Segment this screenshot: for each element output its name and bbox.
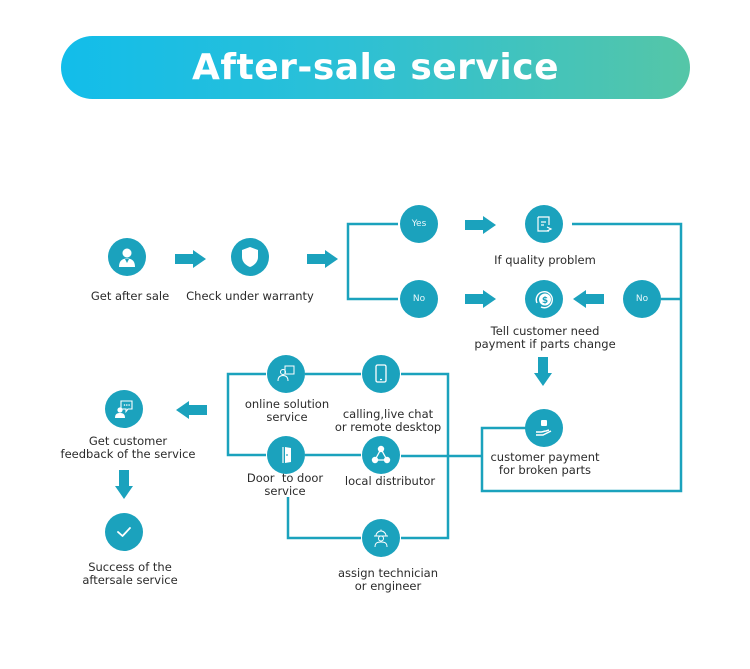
label-quality-problem: If quality problem — [494, 253, 596, 267]
document-icon — [537, 216, 553, 232]
arrow-down-payment — [534, 357, 552, 386]
title-banner: After-sale service — [61, 36, 690, 99]
feedback-icon — [115, 400, 133, 418]
node-calling — [362, 355, 400, 393]
arrow-left-no — [573, 290, 604, 308]
chat-users-icon — [277, 365, 295, 382]
arrow-left-feedback — [176, 401, 207, 419]
label-line: or engineer — [354, 578, 422, 593]
door-icon — [282, 447, 291, 463]
node-get-after-sale — [108, 238, 146, 276]
hand-payment-icon — [536, 420, 552, 436]
label-line: Success of the — [88, 560, 172, 574]
shield-icon — [242, 247, 258, 267]
label-line: Door to door — [246, 471, 324, 485]
no-tag: No — [635, 294, 649, 304]
label-line: Tell customer need — [490, 324, 600, 338]
phone-icon — [375, 364, 387, 383]
label-line: or remote desktop — [334, 419, 442, 434]
label-get-after-sale: Get after sale — [90, 289, 170, 303]
label-calling: calling,live chat or remote desktop — [335, 408, 441, 433]
network-icon — [371, 445, 391, 464]
node-local-distributor — [362, 436, 400, 474]
person-icon — [119, 248, 135, 267]
label-customer-payment: customer payment for broken parts — [490, 451, 599, 476]
label-line: aftersale service — [82, 572, 178, 587]
yes-tag: Yes — [411, 219, 427, 229]
node-check-warranty — [231, 238, 269, 276]
dollar-coin-icon: $ — [535, 291, 553, 309]
label-line: online solution — [244, 397, 330, 411]
connector-warranty-bracket — [346, 222, 398, 301]
node-online-solution — [267, 355, 305, 393]
label-line: Get customer — [88, 434, 168, 448]
label-line: service — [264, 483, 306, 498]
connector-door-technician — [286, 497, 361, 540]
label-feedback: Get customer feedback of the service — [61, 435, 196, 460]
node-quality-problem — [525, 205, 563, 243]
label-success: Success of the aftersale service — [82, 561, 177, 586]
svg-text:$: $ — [542, 296, 548, 306]
arrow-down-success — [115, 470, 133, 499]
node-yes: Yes — [400, 205, 438, 243]
connector-service-left — [226, 372, 266, 457]
node-assign-technician — [362, 519, 400, 557]
label-door-to-door: Door to door service — [247, 472, 323, 497]
label-assign-technician: assign technician or engineer — [338, 567, 438, 592]
node-tell-customer: $ — [525, 280, 563, 318]
node-customer-payment — [525, 409, 563, 447]
node-no-right: No — [623, 280, 661, 318]
label-tell-customer: Tell customer need payment if parts chan… — [474, 325, 615, 350]
node-feedback — [105, 390, 143, 428]
label-line: calling,live chat — [342, 407, 434, 421]
node-door-to-door — [267, 436, 305, 474]
label-online-solution: online solution service — [245, 398, 329, 423]
node-success — [105, 513, 143, 551]
connector-quality-loop — [480, 222, 683, 493]
arrow-right-no — [465, 290, 496, 308]
node-no-left: No — [400, 280, 438, 318]
label-line: customer payment — [490, 450, 600, 464]
page-title: After-sale service — [191, 47, 559, 88]
label-line: feedback of the service — [60, 446, 196, 461]
label-line: service — [266, 409, 308, 424]
label-line: assign technician — [337, 566, 439, 580]
label-line: payment if parts change — [474, 336, 616, 351]
arrow-right-yes — [465, 216, 496, 234]
label-check-warranty: Check under warranty — [186, 289, 314, 303]
no-tag: No — [412, 294, 426, 304]
engineer-icon — [374, 529, 388, 548]
arrow-right-1 — [175, 250, 206, 268]
checkmark-icon — [117, 527, 131, 537]
label-local-distributor: local distributor — [344, 474, 436, 488]
arrow-right-2 — [307, 250, 338, 268]
label-line: for broken parts — [498, 462, 592, 477]
